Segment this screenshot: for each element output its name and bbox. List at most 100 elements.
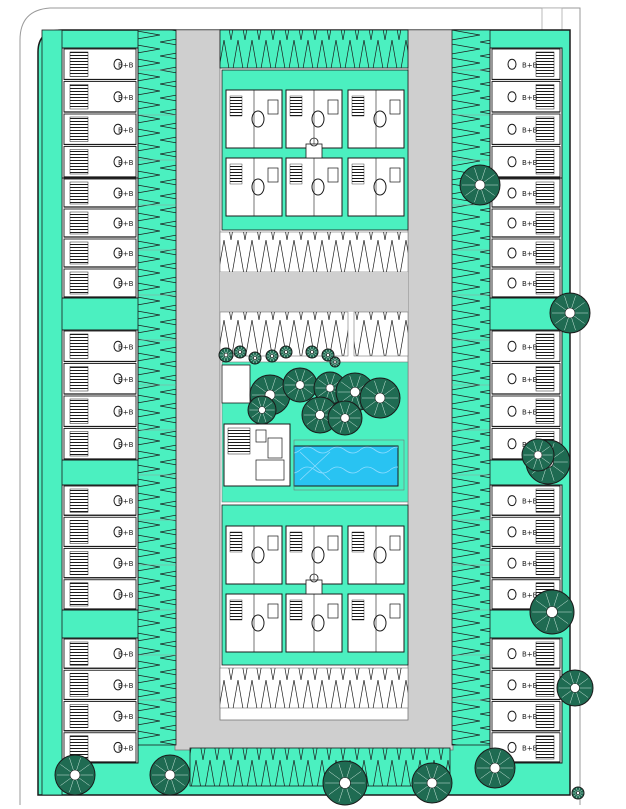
tree-trunk [270, 354, 274, 358]
stair-hatch [69, 398, 89, 424]
stair-hatch [69, 181, 89, 205]
fixture-icon [507, 588, 517, 600]
unit-label: B+B [118, 159, 134, 167]
tree-trunk [164, 769, 176, 781]
fixture-icon [507, 187, 517, 199]
core-lift [309, 573, 319, 583]
side-parking [137, 29, 491, 746]
tree-trunk [570, 683, 580, 693]
tree-trunk [238, 350, 242, 354]
unit-label: B+B [118, 651, 134, 659]
fixture-icon [507, 679, 517, 691]
unit-label: B+B [118, 61, 134, 69]
stair-hatch [229, 531, 243, 553]
furniture-icon [267, 167, 279, 183]
unit-label: B+B [522, 376, 538, 384]
tree-icon [282, 367, 318, 403]
fixture-icon [311, 110, 325, 128]
fixture-icon [507, 340, 517, 352]
tree-trunk [339, 777, 351, 789]
pool-lane [299, 451, 331, 481]
furniture-icon [389, 167, 401, 183]
tree-icon [54, 754, 96, 796]
unit-label: B+B [522, 529, 538, 537]
stair-hatch [351, 163, 365, 185]
stair-hatch [69, 704, 89, 728]
tree-icon [529, 589, 575, 635]
tree-trunk [325, 383, 335, 393]
stair-hatch [535, 51, 555, 77]
club-table [255, 429, 267, 443]
fixture-icon [113, 91, 123, 103]
fixture-icon [113, 156, 123, 168]
stair-hatch [69, 116, 89, 142]
stair-hatch [69, 488, 89, 513]
stair-hatch [535, 181, 555, 205]
road-cross [220, 272, 408, 312]
entrance-gate [541, 7, 563, 31]
tree-icon [411, 762, 453, 804]
furniture-icon [327, 167, 339, 183]
side-parking-bays [138, 30, 176, 745]
tree-trunk [489, 762, 501, 774]
stair-hatch [535, 333, 555, 359]
stair-hatch [535, 149, 555, 175]
unit-label: B+B [118, 408, 134, 416]
furniture-icon [327, 535, 339, 551]
stair-hatch [69, 431, 89, 457]
tree-icon [521, 438, 555, 472]
tree-trunk [533, 450, 543, 460]
tree-icon [322, 760, 368, 806]
fixture-icon [373, 110, 387, 128]
unit-label: B+B [118, 190, 134, 198]
townhouse-row-left: B+BB+BB+BB+BB+BB+BB+BB+BB+BB+BB+BB+BB+BB… [41, 29, 139, 796]
unit-label: B+B [522, 651, 538, 659]
fixture-icon [113, 373, 123, 385]
unit-label: B+B [522, 560, 538, 568]
stair-hatch [535, 116, 555, 142]
furniture-icon [267, 99, 279, 115]
fixture-icon [113, 187, 123, 199]
fixture-icon [373, 178, 387, 196]
fixture-icon [113, 340, 123, 352]
fixture-icon [507, 495, 517, 507]
tree-trunk [253, 356, 257, 360]
stair-hatch [69, 211, 89, 235]
stair-hatch [535, 211, 555, 235]
fixture-icon [507, 247, 517, 259]
tree-trunk [374, 392, 386, 404]
unit-label: B+B [522, 744, 538, 752]
furniture-icon [389, 603, 401, 619]
fixture-icon [113, 526, 123, 538]
unit-label: B+B [522, 190, 538, 198]
fixture-icon [311, 546, 325, 564]
clubhouse-detail [227, 427, 285, 481]
unit-label: B+B [118, 529, 134, 537]
stair-hatch [535, 551, 555, 575]
fixture-icon [373, 546, 387, 564]
parking-bays-row-1 [220, 232, 408, 272]
unit-label: B+B [118, 560, 134, 568]
fixture-icon [251, 178, 265, 196]
unit-label: B+B [118, 126, 134, 134]
fixture-icon [311, 178, 325, 196]
fixture-icon [507, 91, 517, 103]
unit-label: B+B [522, 498, 538, 506]
unit-label: B+B [118, 498, 134, 506]
fixture-icon [507, 373, 517, 385]
tree-trunk [310, 350, 314, 354]
fixture-icon [113, 557, 123, 569]
core-stair [305, 579, 323, 595]
tree-trunk [326, 353, 330, 357]
fixture-icon [113, 679, 123, 691]
tree-trunk [576, 791, 580, 795]
stair-hatch [229, 95, 243, 117]
parking-bays-row-3 [220, 668, 408, 708]
tree-icon [327, 400, 363, 436]
stair-hatch [69, 641, 89, 666]
stair-hatch [69, 84, 89, 110]
fixture-icon [507, 58, 517, 70]
club-stair [227, 427, 251, 455]
furniture-icon [389, 535, 401, 551]
